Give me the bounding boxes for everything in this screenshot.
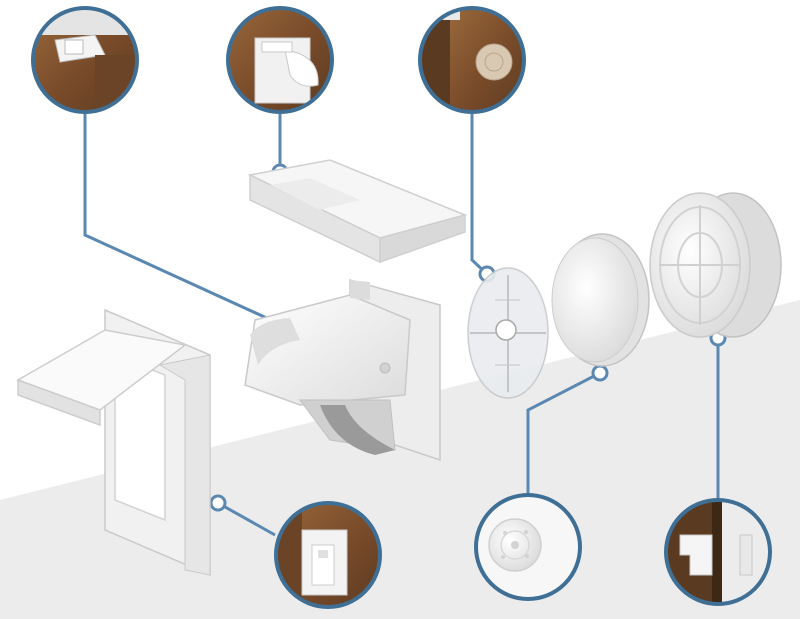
round-pad xyxy=(551,233,650,367)
adhesive-sticker xyxy=(467,267,549,399)
latch-mount-frame xyxy=(16,308,211,577)
callout-sticker-on-door xyxy=(418,6,526,114)
callout-line-latch xyxy=(83,110,283,327)
callout-line-sticker xyxy=(470,110,489,276)
callout-latch-mounted xyxy=(31,6,139,114)
callout-cover-plate xyxy=(226,6,334,114)
callout-line-pad xyxy=(526,371,601,497)
callout-line-frame xyxy=(217,501,276,537)
anchor-dot xyxy=(209,494,227,512)
magnetic-key xyxy=(649,192,782,338)
hinged-cover-plate xyxy=(247,159,468,264)
latch-bracket xyxy=(244,279,441,462)
anchor-dot xyxy=(591,364,609,382)
callout-magnet-pad xyxy=(474,493,582,601)
